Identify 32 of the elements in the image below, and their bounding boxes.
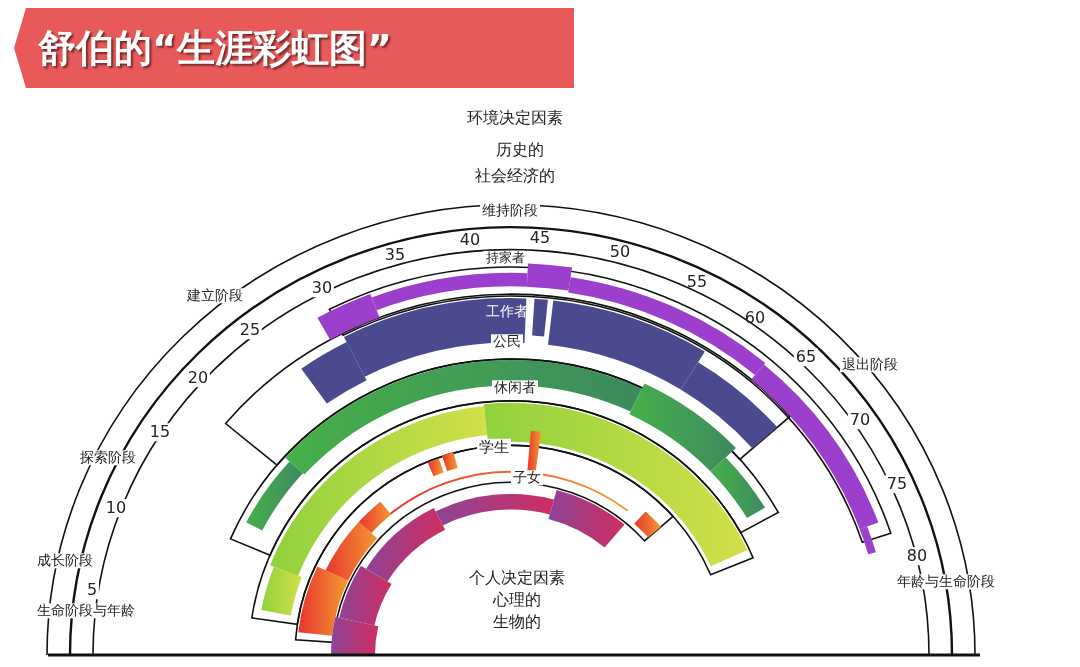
age-number: 80 xyxy=(904,547,930,565)
stage-label: 维持阶段 xyxy=(480,203,540,219)
age-number: 70 xyxy=(847,411,873,429)
age-number: 35 xyxy=(384,246,406,264)
age-number: 25 xyxy=(237,321,263,339)
role-label: 公民 xyxy=(491,334,523,350)
stage-label: 生命阶段与年龄 xyxy=(35,603,137,619)
age-number: 20 xyxy=(185,369,211,387)
age-number: 45 xyxy=(529,229,551,247)
age-number: 55 xyxy=(686,273,708,291)
factor-label: 历史的 xyxy=(496,141,544,159)
stage-label: 成长阶段 xyxy=(35,553,95,569)
age-number: 50 xyxy=(609,243,631,261)
stage-label: 退出阶段 xyxy=(840,357,900,373)
title-banner: 舒伯的“生涯彩虹图” xyxy=(14,8,574,88)
role-label: 工作者 xyxy=(486,304,528,320)
factor-label: 个人决定因素 xyxy=(469,569,565,587)
role-label: 持家者 xyxy=(483,250,527,266)
stage-label: 建立阶段 xyxy=(185,288,245,304)
role-label: 子女 xyxy=(511,470,543,486)
role-label: 学生 xyxy=(477,438,511,456)
factor-label: 心理的 xyxy=(493,591,541,609)
age-number: 65 xyxy=(793,348,819,366)
age-number: 30 xyxy=(309,279,335,297)
factor-label: 社会经济的 xyxy=(475,167,555,185)
stage-label: 年龄与生命阶段 xyxy=(895,574,997,590)
factor-label: 生物的 xyxy=(493,613,541,631)
age-number: 60 xyxy=(744,309,766,327)
age-number: 40 xyxy=(459,231,481,249)
stage-label: 探索阶段 xyxy=(78,450,138,466)
factor-label: 环境决定因素 xyxy=(467,109,563,127)
role-label: 休闲者 xyxy=(492,380,538,396)
